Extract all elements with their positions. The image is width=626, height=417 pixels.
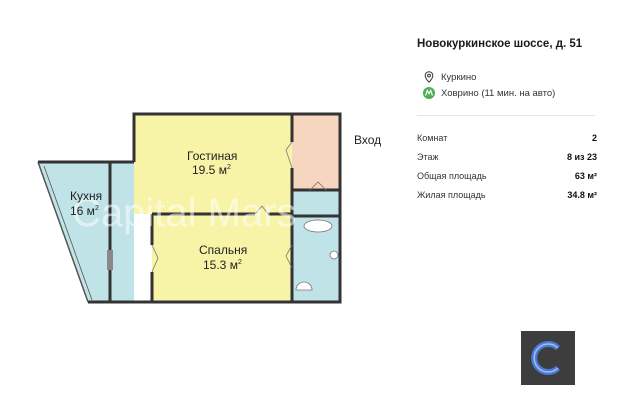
kitchen-name: Кухня bbox=[70, 189, 102, 203]
watermark: Capital Mars bbox=[72, 191, 297, 235]
bedroom-name: Спальня bbox=[199, 243, 247, 257]
bedroom-room bbox=[152, 214, 292, 302]
capital-mars-logo-icon bbox=[521, 331, 575, 385]
stat-label: Этаж bbox=[417, 151, 439, 162]
walls bbox=[38, 112, 342, 304]
stat-total-area: Общая площадь 63 м² bbox=[417, 166, 597, 185]
floor-plan: Capital Mars Кухня 16 м2 Гостиная 19.5 м… bbox=[37, 112, 381, 304]
stat-label: Общая площадь bbox=[417, 170, 487, 181]
sink-icon bbox=[295, 281, 313, 291]
toilet-icon bbox=[329, 250, 339, 260]
stat-rooms: Комнат 2 bbox=[417, 128, 597, 147]
living-room bbox=[134, 114, 292, 214]
balcony-walls bbox=[37, 161, 113, 303]
bedroom-area: 15.3 м2 bbox=[203, 258, 242, 272]
door-swings bbox=[151, 141, 327, 273]
address-title: Новокуркинское шоссе, д. 51 bbox=[417, 38, 583, 50]
entrance-label: Вход bbox=[354, 133, 381, 147]
stat-value: 34.8 м² bbox=[567, 189, 597, 200]
district-row: Куркино bbox=[417, 69, 597, 85]
district-label: Куркино bbox=[441, 71, 477, 83]
kitchen-area: 16 м2 bbox=[70, 204, 99, 218]
living-area: 19.5 м2 bbox=[192, 163, 231, 177]
listing-info: Новокуркинское шоссе, д. 51 Куркино Ховр… bbox=[417, 38, 597, 204]
divider bbox=[417, 115, 595, 116]
location-pin-icon bbox=[424, 71, 434, 83]
stat-value: 8 из 23 bbox=[566, 151, 597, 162]
stat-value: 2 bbox=[591, 132, 597, 143]
living-name: Гостиная bbox=[187, 149, 237, 163]
metro-label: Ховрино (11 мин. на авто) bbox=[441, 87, 556, 99]
metro-row: Ховрино (11 мин. на авто) bbox=[417, 85, 597, 101]
hallway-room bbox=[292, 114, 340, 190]
stat-value: 63 м² bbox=[574, 170, 597, 181]
metro-icon bbox=[423, 87, 435, 99]
stat-living-area: Жилая площадь 34.8 м² bbox=[417, 185, 597, 204]
stat-label: Жилая площадь bbox=[417, 189, 486, 200]
stat-floor: Этаж 8 из 23 bbox=[417, 147, 597, 166]
bathtub-icon bbox=[303, 219, 333, 233]
stat-label: Комнат bbox=[417, 132, 448, 143]
